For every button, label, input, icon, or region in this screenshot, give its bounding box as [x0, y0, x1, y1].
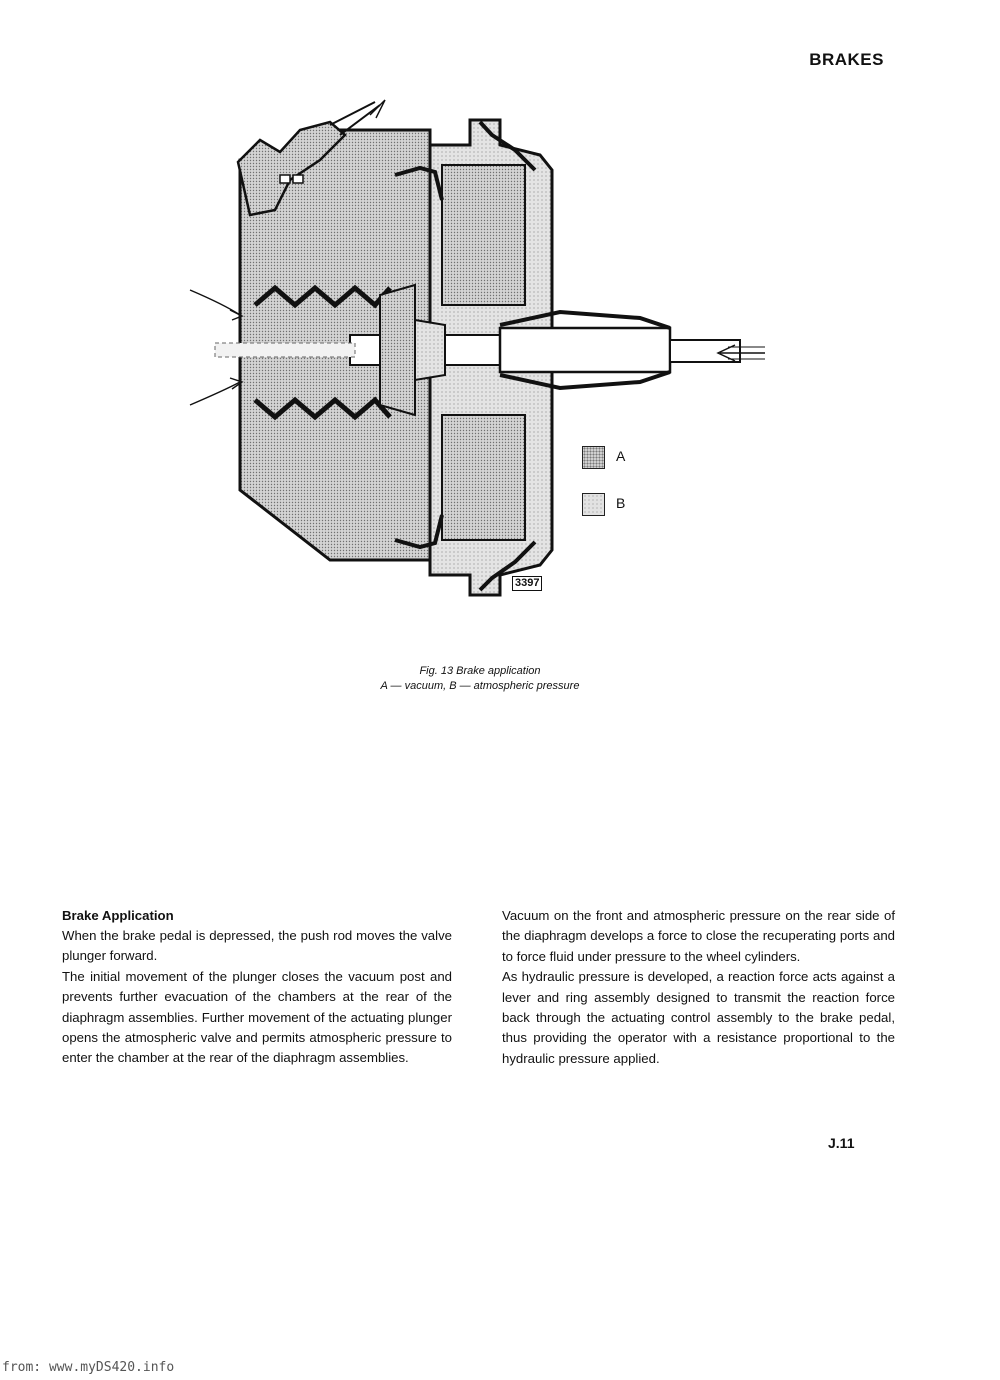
figure-caption: Fig. 13 Brake application A — vacuum, B … — [300, 664, 660, 694]
lower-bellows — [253, 396, 392, 421]
legend-label-a: A — [616, 448, 626, 464]
caption-line-2: A — vacuum, B — atmospheric pressure — [380, 680, 580, 692]
section-heading: Brake Application — [62, 908, 174, 923]
source-watermark: from: www.myDS420.info — [2, 1360, 175, 1375]
page-number: J.11 — [828, 1135, 855, 1151]
legend-swatch-vacuum — [582, 446, 605, 469]
caption-line-1: Fig. 13 Brake application — [419, 665, 541, 677]
paragraph: As hydraulic pressure is developed, a re… — [502, 969, 895, 1066]
legend-label-b: B — [616, 495, 626, 511]
right-text-column: Vacuum on the front and atmospheric pres… — [502, 906, 895, 1069]
figure-number: 3397 — [512, 576, 543, 591]
brake-servo-diagram: A B — [180, 90, 780, 610]
left-text-column: Brake Application When the brake pedal i… — [62, 906, 452, 1069]
paragraph: When the brake pedal is depressed, the p… — [62, 928, 452, 964]
upper-bellows — [253, 284, 392, 309]
page-header-title: BRAKES — [809, 50, 884, 69]
paragraph: Vacuum on the front and atmospheric pres… — [502, 908, 895, 964]
legend-swatch-atmospheric — [582, 493, 605, 516]
paragraph: The initial movement of the plunger clos… — [62, 968, 452, 1066]
